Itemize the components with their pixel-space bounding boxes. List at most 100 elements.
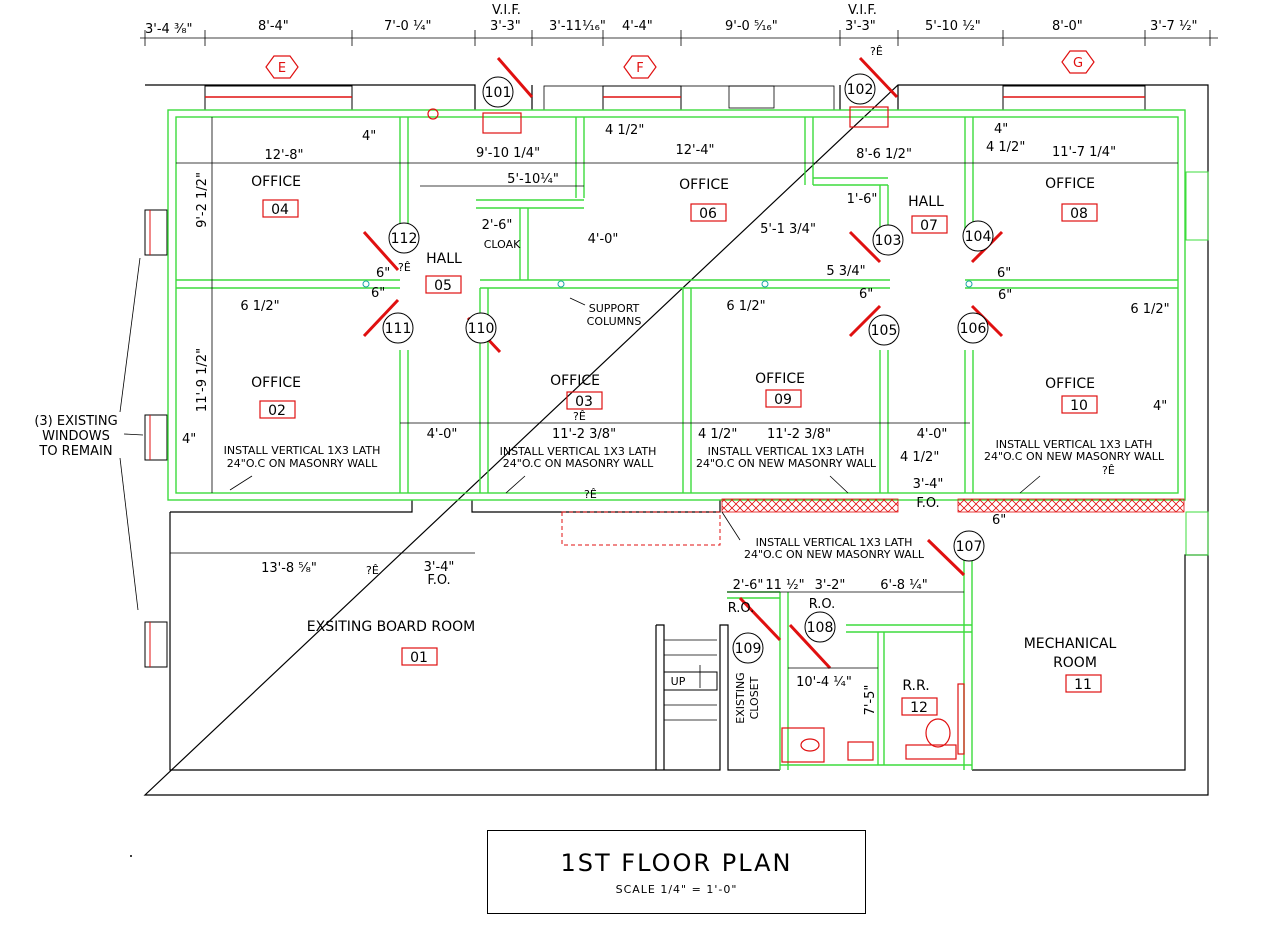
dim-text: 9'-0 ⁵⁄₁₆": [725, 19, 778, 34]
plan-scale: SCALE 1/4" = 1'-0": [615, 883, 738, 896]
room-number: 01: [410, 650, 428, 666]
note-text: TO REMAIN: [38, 444, 112, 459]
door-number: 109: [735, 641, 762, 657]
room-number: 10: [1070, 398, 1088, 414]
dim-text: R.O.: [809, 597, 836, 612]
dim-text: 3'-7 ¹⁄₂": [1150, 19, 1198, 34]
door-tags: 101 102 103 104 105 106 107 108 109 110 …: [382, 73, 994, 664]
svg-text:E: E: [278, 61, 286, 76]
new-masonry-wall: [721, 498, 899, 513]
new-masonry-wall: [957, 498, 1185, 513]
door-number: 108: [807, 620, 834, 636]
dim-text: 11'-9 1/2": [195, 348, 210, 412]
room-number: 09: [774, 392, 792, 408]
top-dimension-string: 3'-4 ³⁄₈" 8'-4" 7'-0 ¹⁄₄" 3'-3" 3'-11¹⁄₁…: [140, 3, 1218, 46]
dim-text: 10'-4 ¹⁄₄": [796, 675, 852, 690]
room-number: 11: [1074, 677, 1092, 693]
dim-text: 6 1/2": [1130, 302, 1169, 317]
note-text: COLUMNS: [587, 315, 642, 328]
room-number: 06: [699, 206, 717, 222]
notes: SUPPORT COLUMNS INSTALL VERTICAL 1X3 LAT…: [34, 45, 1165, 611]
dim-text: 4'-0": [427, 427, 458, 442]
dim-text: 3'-11¹⁄₁₆": [549, 19, 606, 34]
room-name: R.R.: [902, 678, 929, 694]
dim-text: 9'-2 1/2": [195, 172, 210, 228]
note-text: INSTALL VERTICAL 1X3 LATH: [224, 444, 381, 457]
dim-text: 8'-0": [1052, 19, 1083, 34]
dim-text: 12'-4": [675, 143, 714, 158]
room-name: OFFICE: [251, 375, 301, 391]
door-number: 106: [960, 321, 987, 337]
dim-text: 6": [992, 513, 1006, 528]
room-number: 05: [434, 278, 452, 294]
leader-arrows: [119, 257, 1041, 611]
note-text: ?Ê: [1102, 464, 1115, 477]
room-number: 08: [1070, 206, 1088, 222]
room-name: OFFICE: [251, 174, 301, 190]
dim-text: F.O.: [427, 573, 450, 588]
fixture: [957, 683, 965, 755]
sink-icon: [800, 738, 820, 752]
room-number: 04: [271, 202, 289, 218]
dim-text: 12'-8": [264, 148, 303, 163]
door-swings: [362, 56, 1004, 670]
room-name: HALL: [908, 194, 944, 210]
dim-text: 3'-3": [490, 19, 521, 34]
dim-text: 6": [997, 266, 1011, 281]
dim-text: 5'-1 3/4": [760, 222, 816, 237]
fixture: [427, 108, 439, 120]
note-text: INSTALL VERTICAL 1X3 LATH: [708, 445, 865, 458]
note-text: ?Ê: [366, 564, 379, 577]
note-text: 24"O.C ON MASONRY WALL: [227, 457, 378, 470]
dim-text: 1'-6": [847, 192, 878, 207]
exterior-walls: [143, 84, 1209, 796]
note-text: ?Ê: [584, 488, 597, 501]
room-name: HALL: [426, 251, 462, 267]
note-text: 24"O.C ON MASONRY WALL: [503, 457, 654, 470]
dim-text: 4": [1153, 399, 1167, 414]
plan-title: 1ST FLOOR PLAN: [560, 849, 793, 877]
note-text: INSTALL VERTICAL 1X3 LATH: [996, 438, 1153, 451]
dim-text: 8'-4": [258, 19, 289, 34]
dim-text: 4 1/2": [986, 140, 1025, 155]
dim-text: 5 3/4": [826, 264, 865, 279]
dim-text: 6": [998, 288, 1012, 303]
room-number: 12: [910, 700, 928, 716]
room-name: OFFICE: [550, 373, 600, 389]
room-name: EXISTING: [734, 672, 747, 723]
dim-text: 11'-2 3/8": [767, 427, 831, 442]
room-name: EXSITING BOARD ROOM: [307, 619, 475, 635]
dim-text: 4 1/2": [698, 427, 737, 442]
dim-text: 6": [859, 287, 873, 302]
room-name: ROOM: [1053, 655, 1097, 671]
note-text: ?Ê: [573, 410, 586, 423]
room-name: OFFICE: [1045, 376, 1095, 392]
room-name: OFFICE: [1045, 176, 1095, 192]
note-text: 24"O.C ON NEW MASONRY WALL: [984, 450, 1165, 463]
dim-text: F.O.: [916, 496, 939, 511]
vanity-icon: [905, 744, 957, 760]
dim-text: 4 1/2": [900, 450, 939, 465]
door-number: 111: [385, 321, 412, 337]
dim-text: 6'-8 ¹⁄₄": [880, 578, 928, 593]
dim-text: 3'-4": [424, 560, 455, 575]
note-text: ?Ê: [398, 261, 411, 274]
dim-text: 2'-6": [733, 578, 764, 593]
dim-text: 11 ¹⁄₂": [765, 578, 804, 593]
dim-text: 6": [376, 266, 390, 281]
dim-text: 13'-8 ⁵⁄₈": [261, 561, 317, 576]
note-text: WINDOWS: [42, 429, 110, 444]
title-block: 1ST FLOOR PLAN SCALE 1/4" = 1'-0": [487, 830, 866, 914]
room-labels: OFFICE 04 HALL 05 OFFICE 06 HALL 07 OFFI…: [251, 174, 1116, 724]
door-number: 103: [875, 233, 902, 249]
dim-text: 4 1/2": [605, 123, 644, 138]
door-number: 101: [485, 85, 512, 101]
dim-text: 2'-6": [482, 218, 513, 233]
svg-text:F: F: [636, 61, 643, 76]
note-text: 24"O.C ON NEW MASONRY WALL: [744, 548, 925, 561]
door-number: 104: [965, 229, 992, 245]
dim-text: 6 1/2": [240, 299, 279, 314]
grid-tag-g: G: [1061, 50, 1095, 74]
note-text: ?Ê: [870, 45, 883, 58]
